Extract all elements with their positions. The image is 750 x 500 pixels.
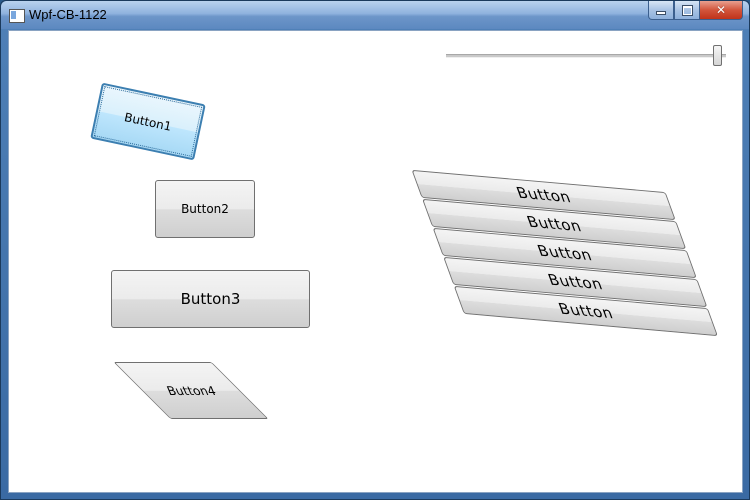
- skewed-button-stack: Button Button Button Button Button: [411, 169, 718, 337]
- button1[interactable]: Button1: [90, 82, 206, 161]
- button4-label: Button4: [164, 383, 218, 398]
- slider-track[interactable]: [446, 54, 726, 58]
- button2[interactable]: Button2: [155, 180, 255, 238]
- slider-thumb[interactable]: [713, 45, 722, 66]
- stacked-button-label: Button: [513, 183, 574, 207]
- button2-label: Button2: [181, 202, 229, 216]
- window-title: Wpf-CB-1122: [29, 7, 107, 22]
- maximize-icon: [681, 4, 693, 16]
- maximize-button[interactable]: [674, 1, 700, 20]
- minimize-icon: [657, 12, 665, 14]
- stacked-button-label: Button: [555, 299, 616, 323]
- close-button[interactable]: ✕: [700, 1, 743, 20]
- client-area: Button1 Button2 Button3 Button4 Button B…: [8, 30, 743, 493]
- title-bar[interactable]: Wpf-CB-1122 ✕: [1, 1, 749, 29]
- button3[interactable]: Button3: [111, 270, 310, 328]
- caption-buttons: ✕: [648, 1, 743, 21]
- button1-label: Button1: [123, 109, 173, 134]
- stacked-button-label: Button: [524, 212, 585, 236]
- stacked-button-label: Button: [534, 241, 595, 265]
- window-icon[interactable]: [9, 9, 25, 23]
- close-icon: ✕: [715, 3, 727, 17]
- button3-label: Button3: [180, 290, 241, 308]
- stacked-button-label: Button: [545, 270, 606, 294]
- minimize-button[interactable]: [648, 1, 674, 20]
- button4[interactable]: Button4: [113, 362, 269, 419]
